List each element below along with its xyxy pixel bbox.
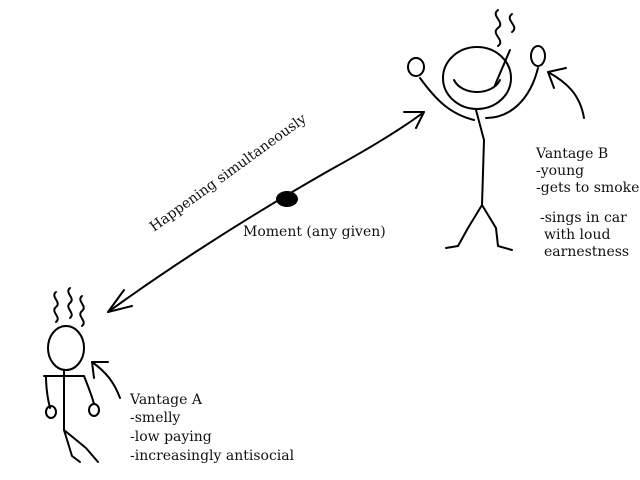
vantage-a-note: -increasingly antisocial bbox=[130, 448, 295, 464]
figure-b-left-hand bbox=[407, 57, 425, 77]
vantage-a-note: -low paying bbox=[130, 429, 212, 445]
vantage-b-note: -sings in car bbox=[540, 210, 627, 226]
vantage-b-note: -young bbox=[536, 163, 584, 179]
vantage-b-note: earnestness bbox=[544, 244, 629, 260]
vantage-b-note: -gets to smoke bbox=[536, 180, 639, 196]
vantage-b-title: Vantage B bbox=[535, 146, 608, 162]
moment-label: Moment (any given) bbox=[243, 224, 386, 240]
figure-a-left-hand bbox=[45, 405, 57, 419]
vantage-b-figure bbox=[407, 9, 585, 251]
vantage-a-title: Vantage A bbox=[129, 392, 203, 408]
figure-b-legs bbox=[445, 204, 513, 251]
vantage-a-note: -smelly bbox=[130, 410, 180, 426]
vantage-a-figure bbox=[43, 287, 121, 463]
figure-a-arms bbox=[43, 375, 95, 409]
vantage-b-notes: Vantage B -young -gets to smoke -sings i… bbox=[535, 146, 639, 260]
moment-dot-icon bbox=[276, 191, 298, 207]
figure-b-cigarette bbox=[494, 49, 511, 86]
arrow-label: Happening simultaneously bbox=[147, 111, 310, 235]
figure-b-smile bbox=[453, 79, 501, 93]
stink-lines-icon bbox=[494, 9, 516, 47]
figure-b-right-hand bbox=[530, 45, 546, 67]
figure-b-head bbox=[442, 46, 512, 110]
vantage-b-note: with loud bbox=[544, 227, 610, 243]
pointer-arrow-icon bbox=[547, 67, 585, 119]
figure-a-legs bbox=[63, 429, 99, 463]
stink-lines-icon bbox=[53, 287, 85, 327]
vantage-a-notes: Vantage A -smelly -low paying -increasin… bbox=[129, 392, 295, 464]
figure-a-right-hand bbox=[88, 403, 100, 417]
figure-b-left-arm bbox=[419, 77, 475, 121]
figure-b-body bbox=[475, 109, 485, 206]
double-arrow-icon bbox=[107, 111, 425, 313]
figure-b-right-arm bbox=[485, 67, 539, 119]
figure-a-head bbox=[47, 325, 85, 371]
pointer-arrow-icon bbox=[91, 361, 121, 399]
